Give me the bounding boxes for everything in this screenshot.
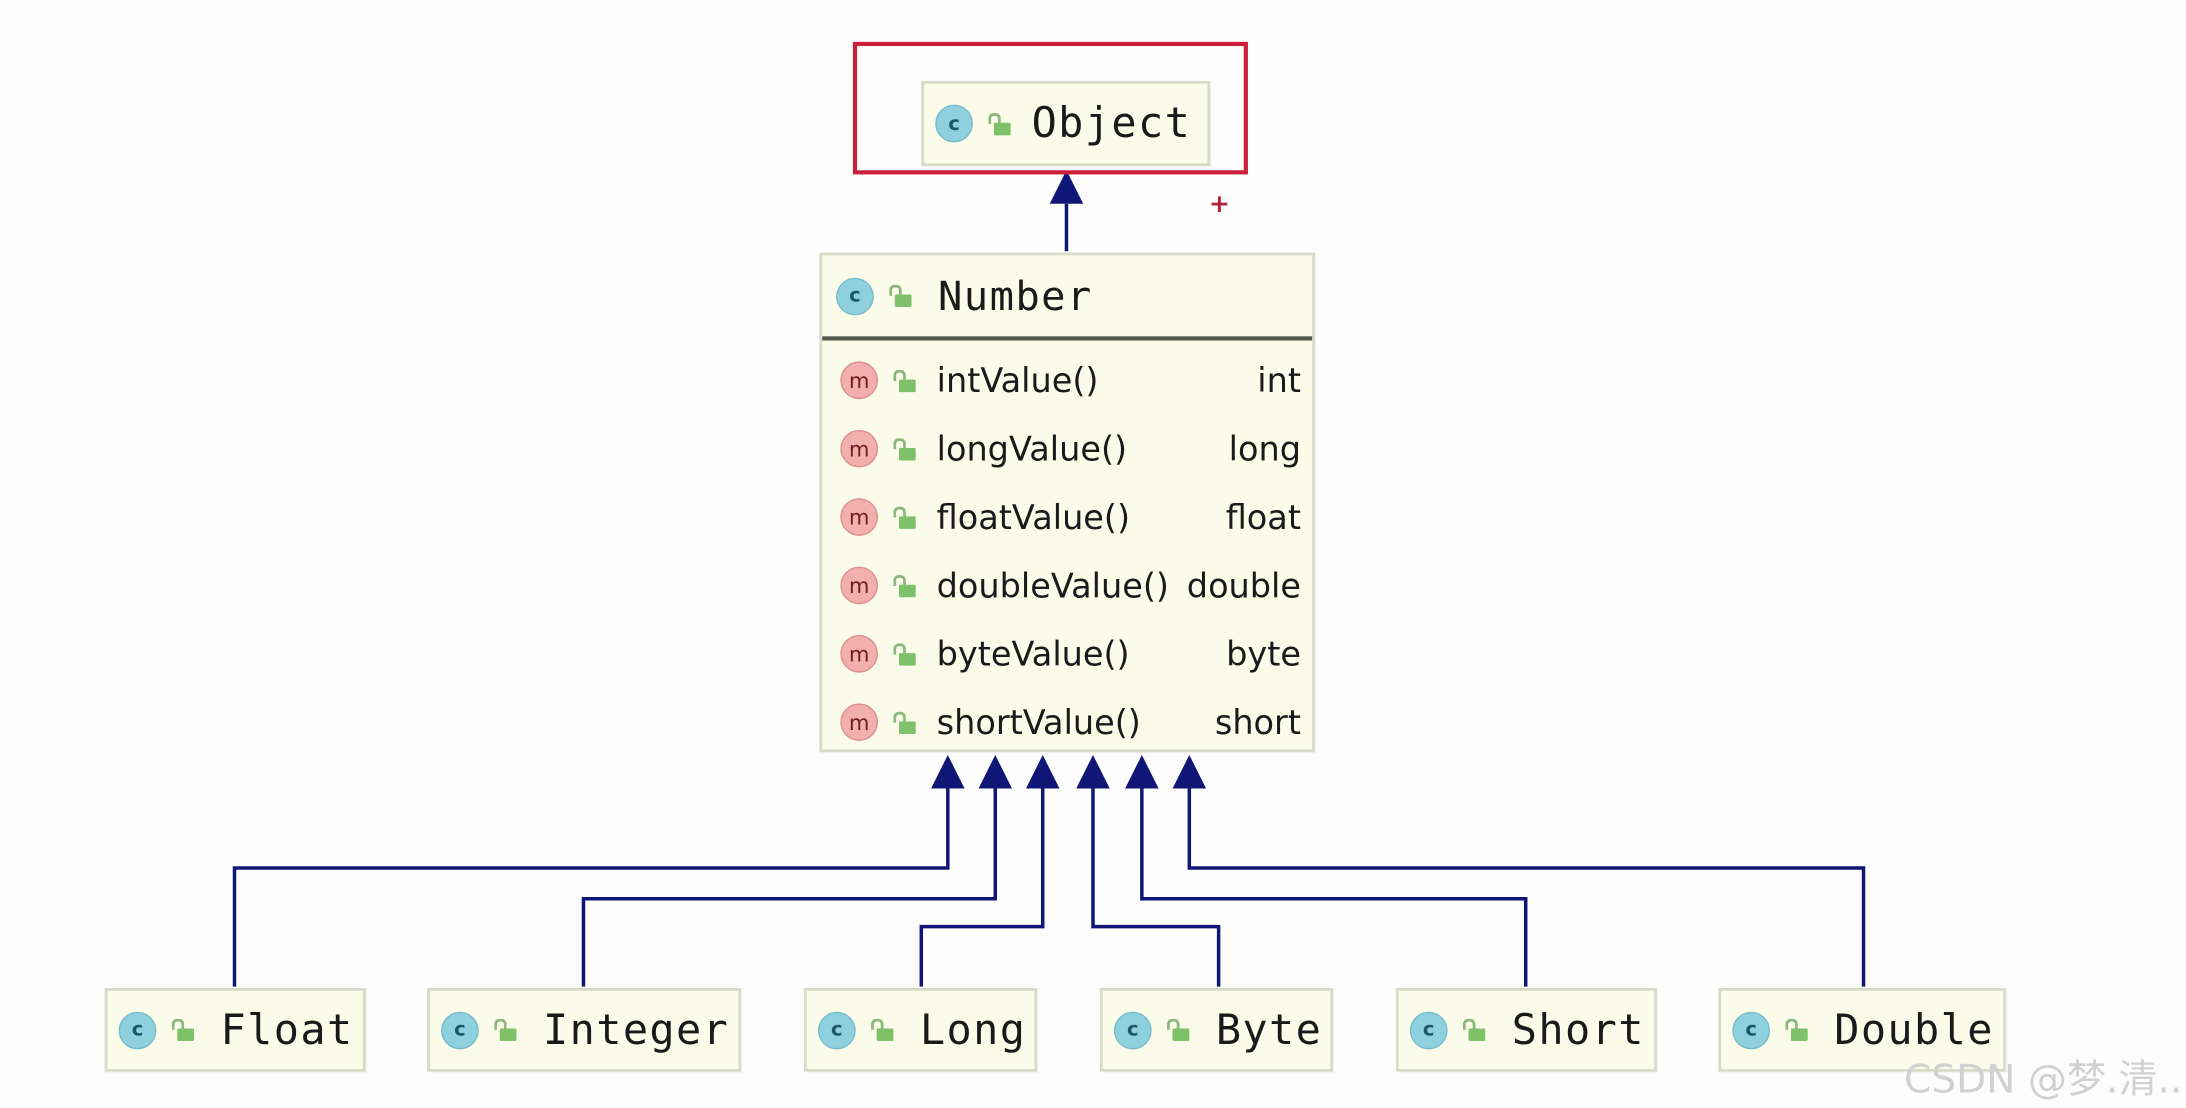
method-icon: m [840, 361, 879, 400]
method-name: floatValue() [936, 497, 1131, 537]
member-divider [822, 336, 1313, 341]
public-visibility-icon [892, 504, 917, 529]
public-visibility-icon [493, 1017, 518, 1042]
public-visibility-icon [1784, 1017, 1809, 1042]
plus-marker: + [1208, 189, 1230, 220]
return-type: long [1228, 429, 1301, 469]
arrowhead-integer [978, 754, 1013, 789]
method-icon: m [840, 566, 879, 605]
return-type: double [1186, 565, 1301, 605]
class-icon: c [1409, 1011, 1448, 1049]
method-name: byteValue() [936, 634, 1130, 674]
arrowhead-object [1049, 170, 1084, 204]
highlight-box [852, 41, 1248, 175]
class-node-double[interactable]: c Double [1718, 988, 2006, 1072]
public-visibility-icon [1462, 1017, 1487, 1042]
class-name: Object [1031, 99, 1192, 148]
return-type: short [1214, 702, 1301, 742]
public-visibility-icon [987, 111, 1012, 136]
method-icon: m [840, 429, 879, 468]
class-icon: c [817, 1011, 856, 1049]
arrowhead-byte [1076, 754, 1110, 789]
class-name: Byte [1215, 1005, 1323, 1055]
public-visibility-icon [892, 710, 917, 735]
public-visibility-icon [870, 1017, 895, 1042]
return-type: byte [1226, 634, 1301, 674]
class-icon: c [118, 1011, 157, 1049]
arrowhead-double [1172, 754, 1207, 789]
public-visibility-icon [888, 283, 913, 308]
method-row[interactable]: m doubleValue() double [822, 551, 1312, 619]
method-icon: m [840, 703, 879, 742]
watermark: CSDN @梦.清.. [1904, 1056, 2183, 1103]
method-icon: m [840, 634, 879, 673]
return-type: float [1225, 497, 1301, 537]
class-node-float[interactable]: c Float [104, 988, 366, 1072]
edge-integer-number [581, 788, 998, 987]
public-visibility-icon [170, 1017, 195, 1042]
method-name: shortValue() [936, 702, 1141, 742]
class-name: Long [919, 1005, 1027, 1055]
class-icon: c [935, 104, 973, 143]
class-icon: c [836, 277, 874, 315]
return-type: int [1257, 360, 1301, 400]
class-node-byte[interactable]: c Byte [1099, 988, 1334, 1072]
edge-double-number [1187, 788, 1866, 987]
method-row[interactable]: m shortValue() short [822, 688, 1312, 756]
class-icon: c [441, 1011, 479, 1049]
class-node-short[interactable]: c Short [1395, 988, 1657, 1072]
public-visibility-icon [892, 436, 917, 461]
public-visibility-icon [1166, 1017, 1191, 1042]
edge-float-number [232, 788, 950, 987]
class-node-long[interactable]: c Long [804, 988, 1038, 1072]
class-name: Double [1834, 1005, 1994, 1055]
method-name: doubleValue() [936, 565, 1169, 605]
arrowhead-long [1025, 754, 1060, 789]
public-visibility-icon [892, 573, 917, 598]
class-icon: c [1732, 1011, 1771, 1049]
public-visibility-icon [892, 641, 917, 666]
arrowhead-float [931, 754, 965, 789]
class-name: Float [220, 1005, 354, 1055]
method-row[interactable]: m byteValue() byte [822, 620, 1312, 688]
method-row[interactable]: m intValue() int [822, 346, 1312, 414]
arrowhead-short [1125, 754, 1159, 789]
method-name: longValue() [936, 429, 1128, 469]
method-row[interactable]: m floatValue() float [822, 483, 1312, 551]
public-visibility-icon [892, 368, 917, 393]
method-name: intValue() [936, 360, 1099, 400]
class-name: Integer [543, 1005, 730, 1055]
class-node-integer[interactable]: c Integer [427, 988, 742, 1072]
method-icon: m [840, 498, 879, 536]
edge-short-number [1140, 788, 1528, 987]
class-name: Short [1511, 1005, 1645, 1055]
edge-byte-number [1091, 788, 1221, 987]
method-row[interactable]: m longValue() long [822, 414, 1312, 482]
class-icon: c [1113, 1011, 1152, 1049]
class-name: Number [938, 272, 1093, 320]
edge-long-number [919, 788, 1045, 987]
class-node-object[interactable]: c Object [921, 80, 1211, 167]
